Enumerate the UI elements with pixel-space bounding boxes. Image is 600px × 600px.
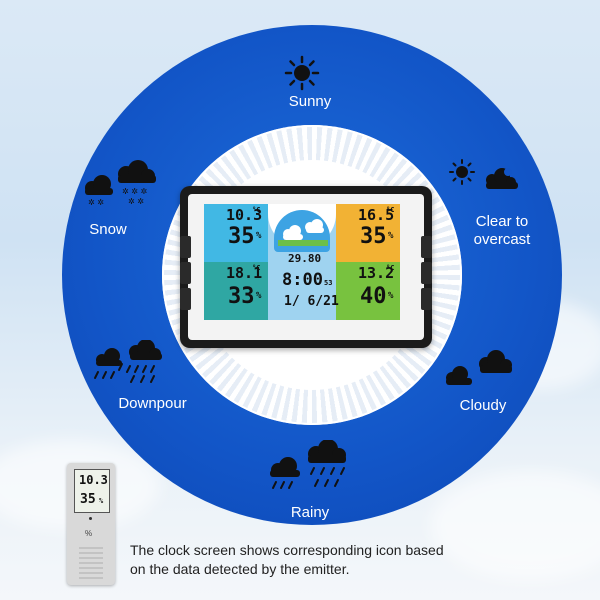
ch2-temperature: 16.5 bbox=[358, 206, 395, 224]
label-snow: Snow bbox=[89, 221, 127, 238]
emitter-humidity-unit: % bbox=[99, 497, 104, 505]
set-mode-button[interactable] bbox=[180, 236, 191, 258]
indoor-temperature: 10.3 bbox=[226, 206, 263, 224]
ch2-humidity: 35 bbox=[360, 224, 387, 249]
caption-line-1: The clock screen shows corresponding ico… bbox=[130, 542, 444, 558]
label-downpour: Downpour bbox=[118, 395, 187, 412]
background-cloud bbox=[430, 470, 600, 580]
emitter-grille bbox=[79, 547, 103, 579]
label-sunny: Sunny bbox=[288, 93, 332, 110]
rainy-icon bbox=[270, 440, 346, 489]
date-readout: 1/ 6/21 bbox=[284, 294, 339, 309]
emitter-indicator bbox=[89, 517, 92, 520]
label-clear-to-overcast-1: Clear to bbox=[475, 213, 529, 230]
forecast-cloud-icon bbox=[278, 219, 328, 246]
indoor-humidity: 35 bbox=[228, 224, 255, 249]
ch2-temperature-unit: °C bbox=[386, 206, 395, 214]
emitter-percent-mark: % bbox=[85, 529, 93, 538]
emitter-temperature: 10.3 bbox=[79, 473, 108, 487]
svg-text:✲ ✲: ✲ ✲ bbox=[88, 198, 104, 207]
snow-icon: ✲ ✲✲ ✲ ✲✲ ✲ bbox=[85, 160, 156, 207]
ch3-temperature: 18.1 bbox=[226, 264, 263, 282]
ch4-temperature: 13.2 bbox=[358, 264, 395, 282]
down-button[interactable] bbox=[180, 288, 191, 310]
indoor-panel bbox=[204, 204, 268, 262]
caption: The clock screen shows corresponding ico… bbox=[130, 541, 510, 579]
cloudy-icon bbox=[446, 350, 512, 385]
svg-text:✲ ✲: ✲ ✲ bbox=[128, 197, 144, 206]
emitter-screen: 10.3 35 % bbox=[74, 469, 110, 513]
sun-icon bbox=[284, 55, 320, 91]
alert-button[interactable] bbox=[421, 236, 432, 258]
label-cloudy: Cloudy bbox=[459, 397, 507, 414]
svg-text:✲ ✲ ✲: ✲ ✲ ✲ bbox=[122, 187, 147, 196]
ch3-humidity-unit: % bbox=[256, 291, 262, 301]
indoor-humidity-unit: % bbox=[256, 231, 262, 241]
label-rainy: Rainy bbox=[290, 504, 330, 521]
ch3-humidity: 33 bbox=[228, 284, 255, 309]
channel-2-panel bbox=[336, 204, 400, 262]
ch4-temperature-unit: °C bbox=[386, 264, 395, 272]
clear-to-overcast-icon bbox=[449, 159, 518, 189]
indoor-temperature-unit: °C bbox=[252, 206, 261, 214]
light-button[interactable] bbox=[421, 288, 432, 310]
channel-4-panel bbox=[336, 262, 400, 320]
label-clear-to-overcast-2: overcast bbox=[473, 231, 531, 248]
emitter-humidity: 35 bbox=[80, 492, 96, 507]
ch4-humidity: 40 bbox=[360, 284, 387, 309]
emitter-sensor: 10.3 35 % % bbox=[67, 463, 115, 585]
downpour-icon bbox=[94, 340, 162, 383]
ch3-temperature-unit: °C bbox=[252, 264, 261, 272]
lcd-screen: 10.3 °C 35 % 18.1 °C 33 % 16.5 °C 35 % 1… bbox=[204, 204, 400, 320]
channel-button[interactable] bbox=[421, 262, 432, 284]
channel-3-panel bbox=[204, 262, 268, 320]
pressure-readout: 29.80 bbox=[288, 252, 322, 265]
seconds-readout: 53 bbox=[324, 279, 333, 287]
caption-line-2: on the data detected by the emitter. bbox=[130, 561, 350, 577]
ch4-humidity-unit: % bbox=[388, 291, 394, 301]
weather-station-display: 10.3 °C 35 % 18.1 °C 33 % 16.5 °C 35 % 1… bbox=[180, 186, 432, 348]
ch2-humidity-unit: % bbox=[388, 231, 394, 241]
up-button[interactable] bbox=[180, 262, 191, 284]
time-readout: 8:00 bbox=[282, 270, 323, 290]
